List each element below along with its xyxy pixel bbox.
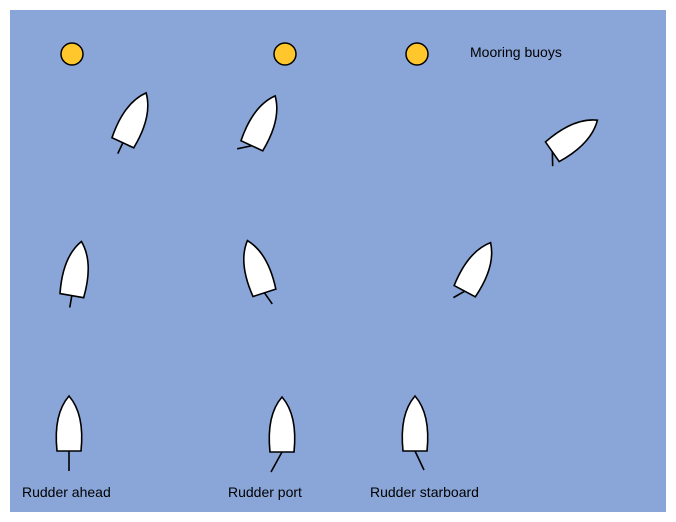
label-rudder-ahead: Rudder ahead bbox=[22, 484, 111, 500]
label-rudder-port: Rudder port bbox=[228, 484, 302, 500]
label-rudder-starboard: Rudder starboard bbox=[370, 484, 479, 500]
buoy-3 bbox=[406, 43, 428, 65]
buoy-1 bbox=[61, 43, 83, 65]
buoy-2 bbox=[274, 43, 296, 65]
water-background bbox=[10, 10, 666, 512]
buoys-label: Mooring buoys bbox=[470, 44, 562, 60]
